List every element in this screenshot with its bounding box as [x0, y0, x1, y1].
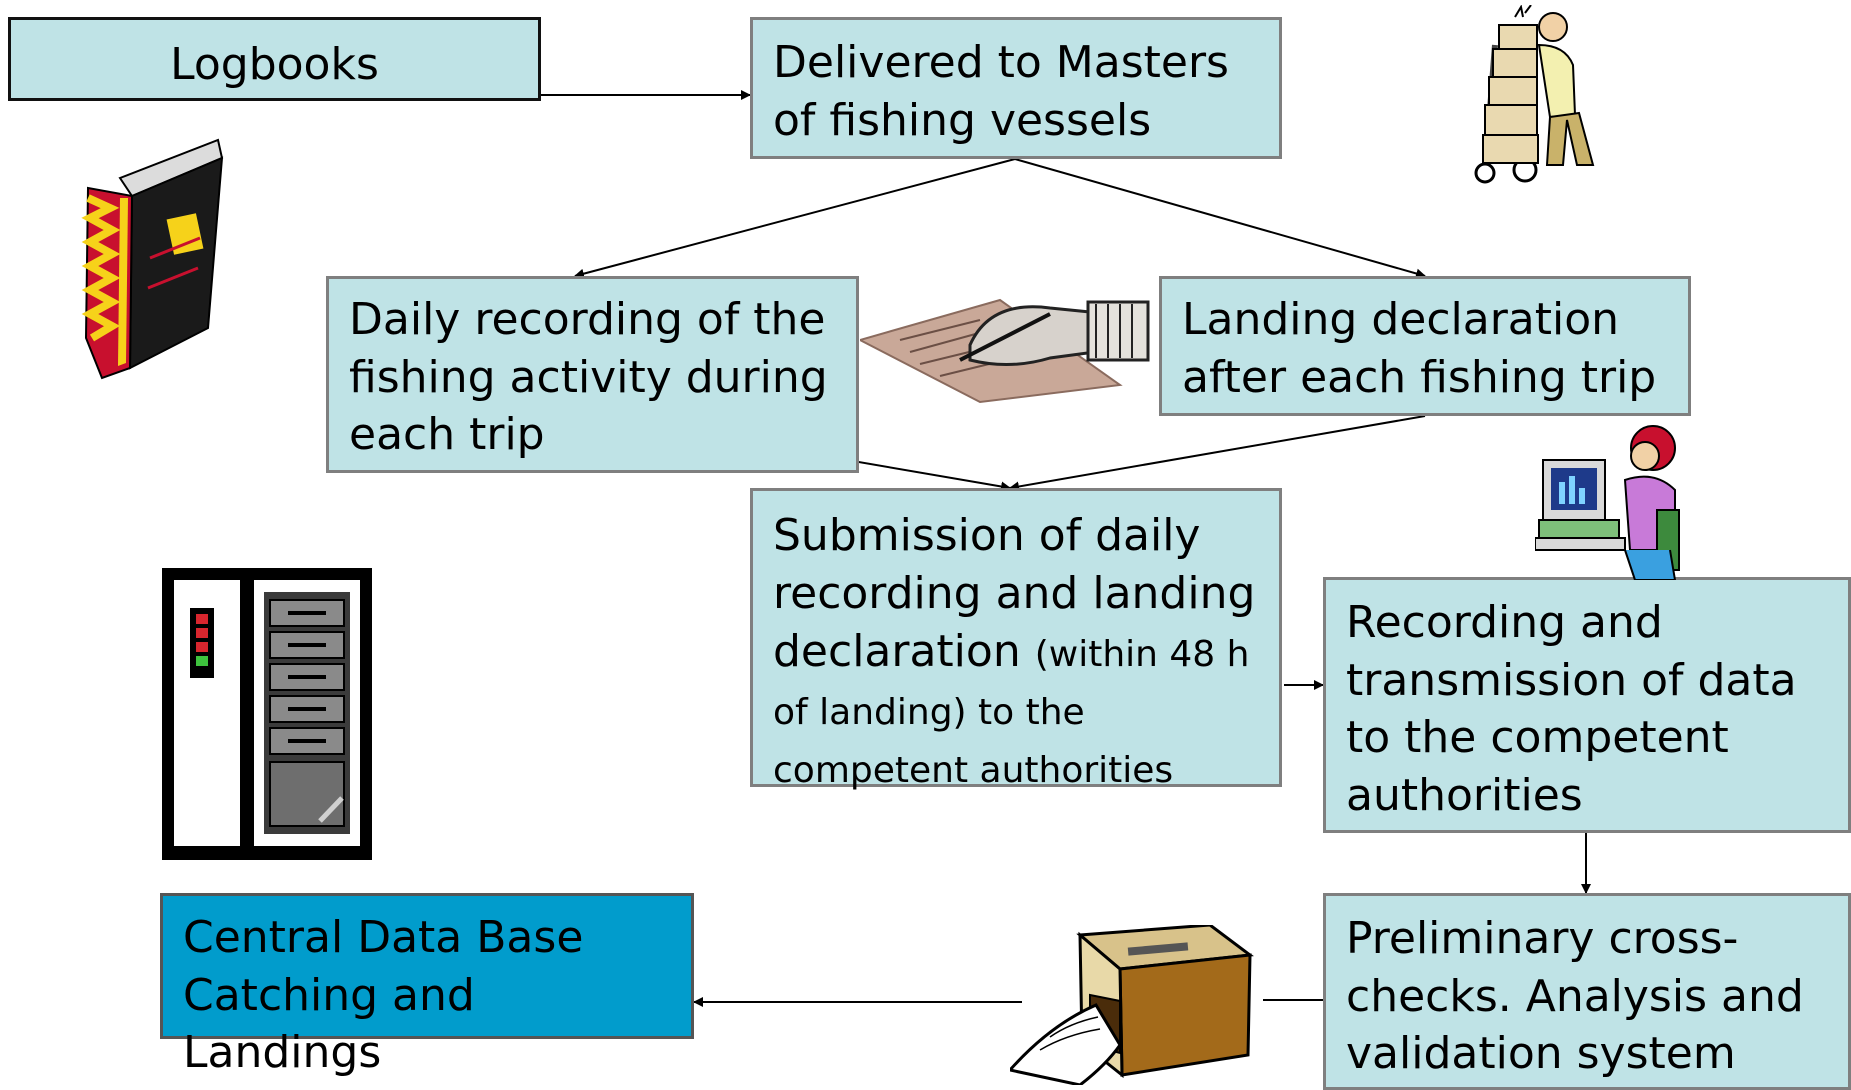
delivered-label: Delivered to Masters of fishing vessels — [773, 37, 1229, 146]
arrow-delivered-to-landing — [1014, 158, 1426, 279]
central-database-box: Central Data Base Catching and Landings — [160, 893, 694, 1078]
delivery-man-icon — [1474, 5, 1595, 184]
printer-icon — [1010, 925, 1254, 1085]
arrow-delivered-to-daily — [574, 158, 1016, 279]
recording-transmission-label: Recording and transmission of data to th… — [1346, 597, 1797, 821]
submission-box: Submission of daily recording and landin… — [750, 488, 1282, 791]
woman-at-computer-icon — [1535, 425, 1680, 580]
delivered-box: Delivered to Masters of fishing vessels — [750, 17, 1282, 159]
submission-main-label: Submission of daily recording and landin… — [773, 510, 1256, 678]
central-database-label: Central Data Base Catching and Landings — [183, 912, 584, 1079]
landing-declaration-box: Landing declaration after each fishing t… — [1159, 276, 1691, 416]
landing-declaration-label: Landing declaration after each fishing t… — [1182, 294, 1657, 403]
preliminary-checks-label: Preliminary cross-checks. Analysis and v… — [1346, 913, 1804, 1080]
logbooks-label: Logbooks — [170, 39, 379, 90]
submission-detail-label: (within 48 h of landing) to the competen… — [773, 634, 1250, 792]
hand-writing-icon — [860, 298, 1150, 404]
server-cabinet-icon — [162, 568, 372, 860]
logbooks-box: Logbooks — [8, 17, 541, 101]
arrow-landing-to-submission — [1009, 415, 1426, 492]
book-icon — [81, 138, 224, 380]
preliminary-checks-box: Preliminary cross-checks. Analysis and v… — [1323, 893, 1851, 1090]
daily-recording-label: Daily recording of the fishing activity … — [349, 294, 828, 461]
daily-recording-box: Daily recording of the fishing activity … — [326, 276, 859, 473]
recording-transmission-box: Recording and transmission of data to th… — [1323, 577, 1851, 833]
